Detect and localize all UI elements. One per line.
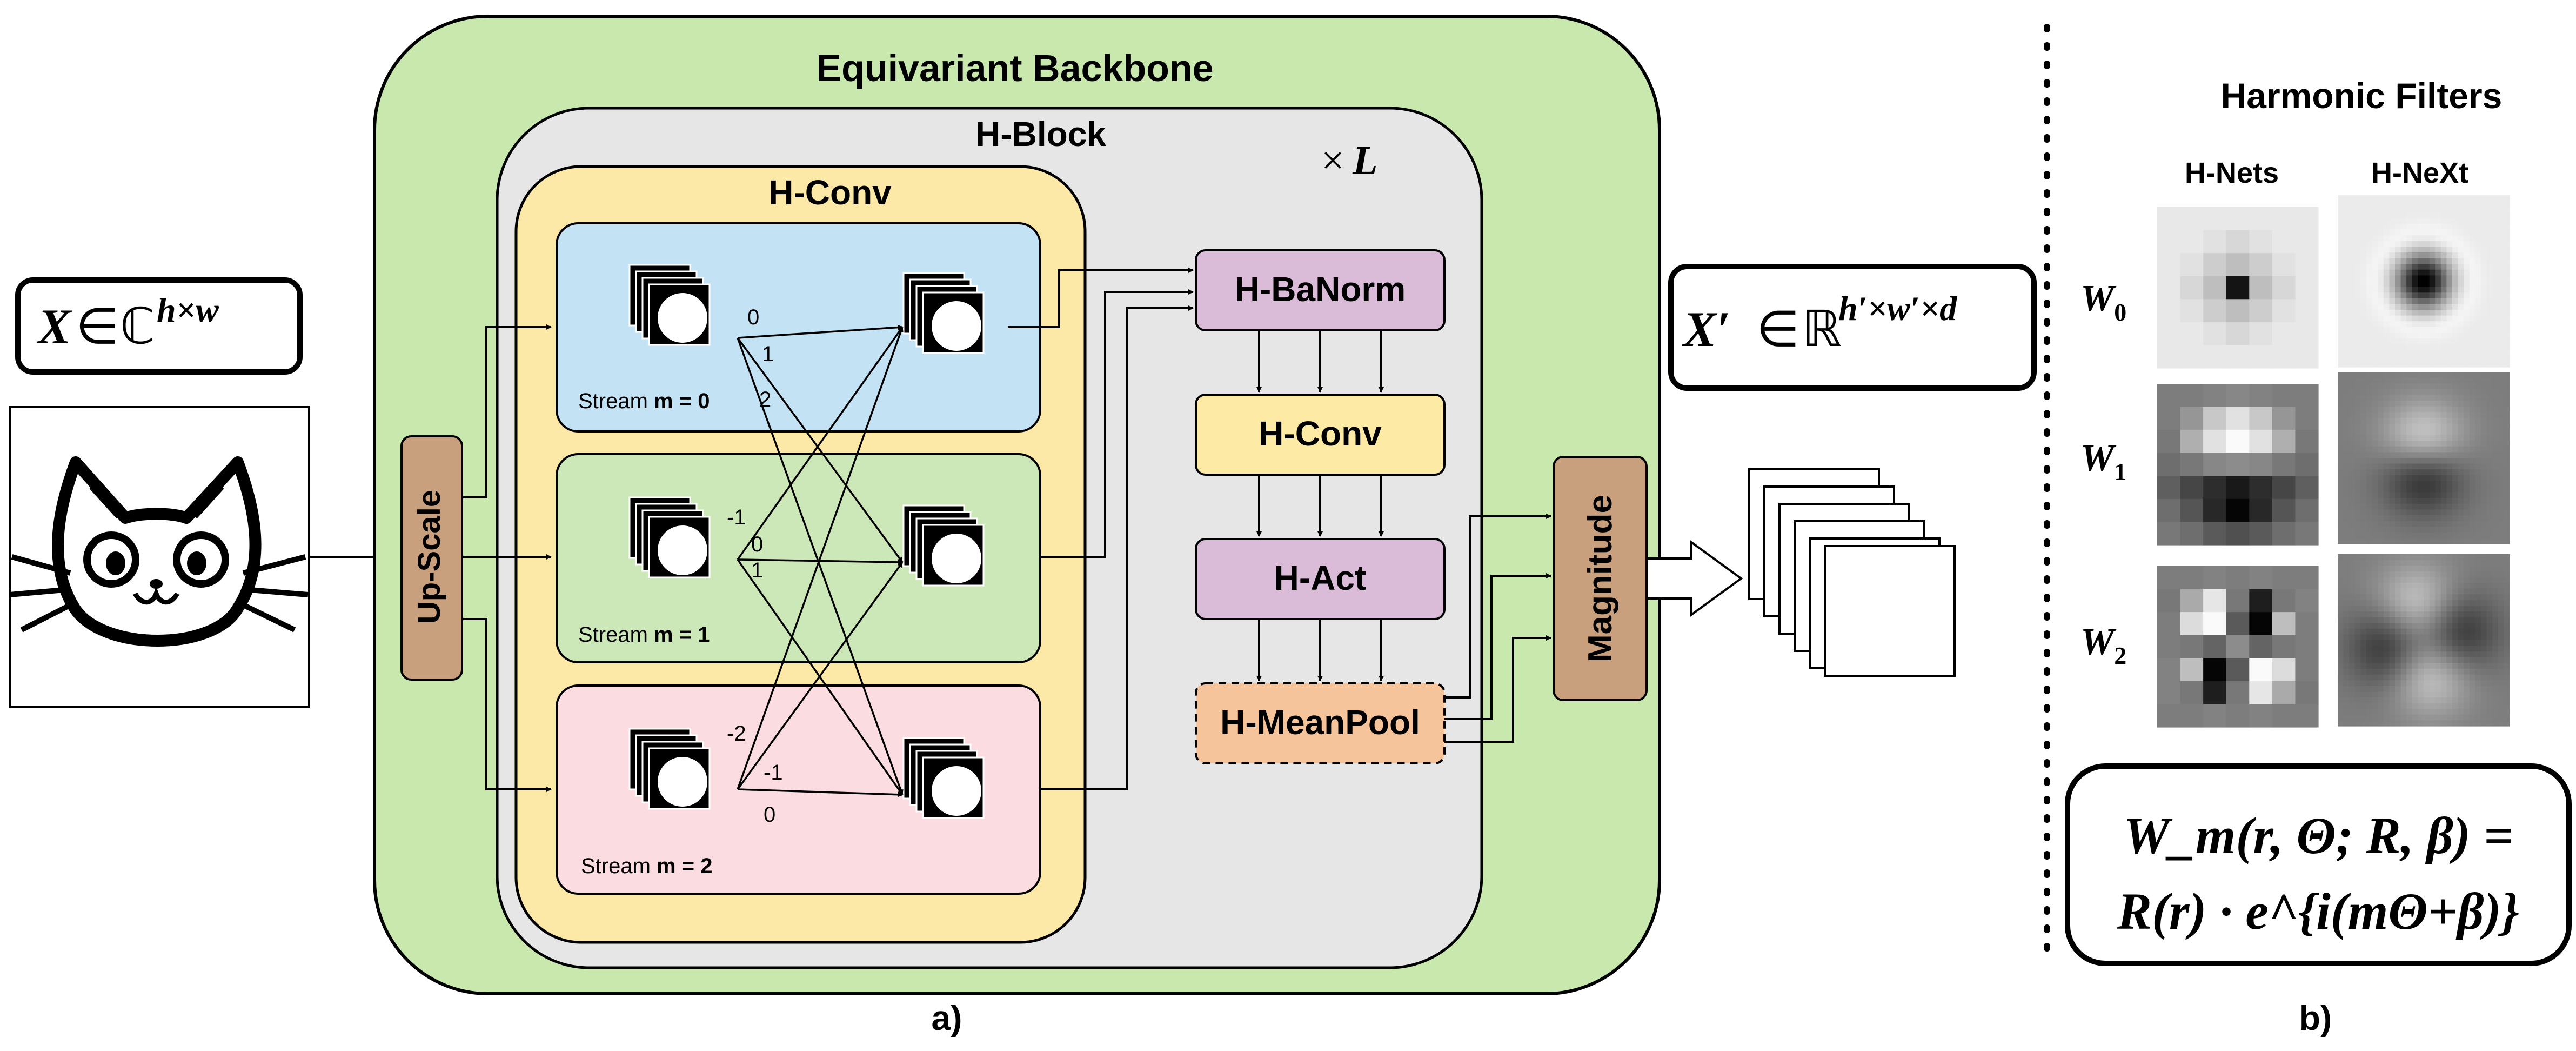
output-dims: h′×w′×d [1838, 289, 1957, 328]
order-label: 1 [751, 558, 763, 582]
feature-map-stacks [628, 264, 985, 819]
order-labels: 0 1 2 -1 0 1 -2 -1 0 [727, 305, 783, 827]
stream-m-0: m = 0 [654, 389, 710, 413]
feature-map-stack-icon [902, 272, 985, 354]
stream-m-2: m = 2 [657, 854, 712, 878]
backbone-title: Equivariant Backbone [816, 47, 1213, 89]
stream-prefix-1: Stream [578, 623, 654, 647]
row-label-w2: W2 [2080, 621, 2126, 669]
order-label: -1 [727, 505, 746, 529]
pipeline-arrows [1256, 330, 1384, 681]
col-hnets: H-Nets [2185, 157, 2279, 189]
order-label: 1 [762, 342, 774, 366]
row-sub-w0: 0 [2114, 298, 2126, 326]
filter-hnets-w0 [2157, 207, 2319, 369]
formula-line1: W_m(r, Θ; R, β) = [2123, 807, 2513, 864]
feature-map-stack-icon [628, 728, 711, 810]
magnitude-label: Magnitude [1582, 495, 1619, 662]
repeat-var: L [1352, 138, 1377, 183]
stream-prefix-2: Stream [581, 854, 657, 878]
upscale-connectors [462, 324, 552, 792]
stream-m-1: m = 1 [654, 623, 710, 647]
h-meanpool-label: H-MeanPool [1220, 703, 1420, 742]
filter-hnets-w2 [2157, 566, 2319, 728]
caption-a: a) [932, 999, 962, 1037]
col-hnext: H-NeXt [2371, 157, 2468, 189]
h-block-title: H-Block [975, 115, 1106, 154]
input-dims: h×w [157, 291, 219, 329]
repeat-times: × [1321, 138, 1344, 183]
h-meanpool-block [1195, 682, 1446, 764]
formula-line2: R(r) · e^{i(mΘ+β)} [2117, 882, 2519, 940]
cat-icon [9, 406, 310, 708]
stream-label-2: Stream m = 2 [581, 854, 712, 878]
stream-label-0: Stream m = 0 [578, 389, 710, 413]
output-feature-maps [1748, 468, 1956, 677]
filter-hnets-w1 [2157, 384, 2319, 546]
h-conv-block-label: H-Conv [1259, 414, 1382, 453]
output-set: ℝ [1802, 302, 1842, 357]
stream-prefix-0: Stream [578, 389, 654, 413]
input-var: X [36, 299, 72, 354]
feature-map-stack-icon [902, 504, 985, 587]
stream-out-connectors [1008, 268, 1194, 790]
output-var: X′ [1682, 302, 1730, 357]
order-label: 0 [747, 305, 759, 329]
h-act-label: H-Act [1274, 558, 1367, 597]
input-in-symbol: ∈ [76, 299, 119, 354]
row-var-w1: W [2080, 437, 2117, 479]
row-var-w2: W [2080, 621, 2117, 663]
order-label: -2 [727, 722, 746, 746]
stream-cross-connections [737, 324, 904, 797]
filter-hnext-w0 [2338, 195, 2510, 368]
row-label-w1: W1 [2080, 437, 2126, 485]
meanpool-connectors [1444, 514, 1551, 743]
row-sub-w2: 2 [2114, 642, 2126, 669]
caption-b: b) [2299, 999, 2332, 1037]
order-label: -1 [764, 761, 783, 784]
input-set: ℂ [120, 299, 155, 354]
h-banorm-label: H-BaNorm [1235, 270, 1406, 309]
h-conv-title: H-Conv [768, 173, 892, 212]
upscale-label: Up-Scale [412, 490, 447, 624]
input-formula-box: X ∈ ℂ h×w [15, 277, 303, 375]
row-var-w0: W [2080, 278, 2117, 320]
order-label: 0 [751, 533, 763, 556]
filter-images [2157, 195, 2510, 728]
filter-formula-box: W_m(r, Θ; R, β) = R(r) · e^{i(mΘ+β)} [2065, 763, 2572, 966]
feature-map-stack-icon [628, 496, 711, 578]
row-label-w0: W0 [2080, 278, 2126, 326]
filter-hnext-w1 [2338, 372, 2510, 544]
filter-row-labels: W0 W1 W2 [2080, 278, 2126, 669]
feature-map-stack-icon [628, 264, 711, 346]
order-label: 2 [759, 388, 771, 411]
feature-map-stack-icon [902, 737, 985, 819]
stream-label-1: Stream m = 1 [578, 623, 710, 647]
row-sub-w1: 1 [2114, 458, 2126, 485]
filter-hnext-w2 [2338, 554, 2510, 727]
order-label: 0 [764, 803, 775, 827]
filters-title: Harmonic Filters [2221, 76, 2503, 116]
output-formula-box: X′ ∈ ℝ h′×w′×d [1668, 264, 2037, 391]
output-in-symbol: ∈ [1756, 302, 1799, 357]
output-arrow [1645, 540, 1743, 617]
